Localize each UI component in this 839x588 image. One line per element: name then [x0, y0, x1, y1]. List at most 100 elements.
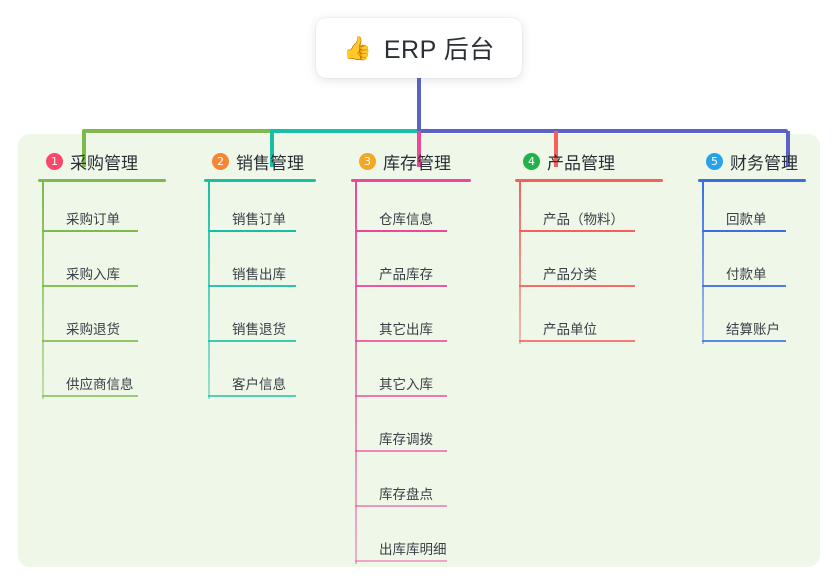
- branch-spine: [355, 182, 357, 564]
- branch-item-list: 销售订单销售出库销售退货客户信息: [204, 182, 344, 402]
- leaf-item-underline: [355, 560, 447, 562]
- connector-bus-segment-1: [82, 129, 272, 133]
- branch-title: 产品管理: [547, 153, 615, 173]
- leaf-item[interactable]: 采购入库: [38, 237, 184, 292]
- connector-drop-3: [417, 131, 421, 167]
- branch-badge-icon: 4: [523, 152, 540, 170]
- leaf-item-label: 产品（物料）: [543, 212, 624, 227]
- leaf-item-label: 产品库存: [379, 267, 433, 282]
- leaf-item-label: 库存盘点: [379, 487, 433, 502]
- leaf-item[interactable]: 其它入库: [351, 347, 499, 402]
- leaf-item-underline: [208, 285, 296, 287]
- thumbs-up-icon: 👍: [343, 34, 372, 61]
- leaf-item[interactable]: 销售退货: [204, 292, 344, 347]
- leaf-item[interactable]: 仓库信息: [351, 182, 499, 237]
- branch-header-2[interactable]: 2 销售管理: [204, 148, 344, 174]
- connector-drop-2: [270, 131, 274, 167]
- leaf-item-label: 其它入库: [379, 377, 433, 392]
- leaf-item[interactable]: 产品单位: [515, 292, 679, 347]
- branch-item-list: 仓库信息产品库存其它出库其它入库库存调拨库存盘点出库库明细: [351, 182, 499, 567]
- leaf-item-underline: [42, 395, 138, 397]
- leaf-item[interactable]: 库存调拨: [351, 402, 499, 457]
- branch-title: 销售管理: [236, 153, 304, 173]
- leaf-item-underline: [355, 230, 447, 232]
- leaf-item-label: 销售订单: [232, 212, 286, 227]
- connector-bus-segment-2: [270, 129, 420, 133]
- leaf-item-label: 销售出库: [232, 267, 286, 282]
- leaf-item-underline: [355, 505, 447, 507]
- leaf-item[interactable]: 库存盘点: [351, 457, 499, 512]
- branch-underline: [698, 179, 806, 182]
- branch-badge-icon: 1: [46, 152, 63, 170]
- branch-header-1[interactable]: 1 采购管理: [38, 148, 184, 174]
- leaf-item-label: 采购订单: [66, 212, 120, 227]
- leaf-item-label: 回款单: [726, 212, 767, 227]
- leaf-item[interactable]: 采购退货: [38, 292, 184, 347]
- branch-column-4: 4 产品管理产品（物料） 产品分类产品单位: [515, 148, 679, 347]
- leaf-item[interactable]: 其它出库: [351, 292, 499, 347]
- leaf-item-label: 结算账户: [726, 322, 780, 337]
- connector-root-stem: [417, 78, 421, 130]
- leaf-item-label: 其它出库: [379, 322, 433, 337]
- branch-item-list: 产品（物料） 产品分类产品单位: [515, 182, 679, 347]
- leaf-item[interactable]: 回款单: [698, 182, 822, 237]
- leaf-item-underline: [208, 340, 296, 342]
- leaf-item-underline: [519, 285, 635, 287]
- leaf-item-underline: [42, 340, 138, 342]
- leaf-item[interactable]: 客户信息: [204, 347, 344, 402]
- branch-column-2: 2 销售管理销售订单销售出库销售退货客户信息: [204, 148, 344, 402]
- leaf-item[interactable]: 供应商信息: [38, 347, 184, 402]
- root-node-title: ERP 后台: [383, 36, 495, 64]
- branch-spine: [702, 182, 704, 344]
- leaf-item-label: 仓库信息: [379, 212, 433, 227]
- leaf-item[interactable]: 产品分类: [515, 237, 679, 292]
- branch-column-3: 3 库存管理仓库信息产品库存其它出库其它入库库存调拨库存盘点出库库明细: [351, 148, 499, 567]
- branch-header-3[interactable]: 3 库存管理: [351, 148, 499, 174]
- content-panel: [18, 134, 820, 567]
- leaf-item-label: 采购入库: [66, 267, 120, 282]
- leaf-item[interactable]: 产品库存: [351, 237, 499, 292]
- branch-spine: [208, 182, 210, 399]
- leaf-item-underline: [355, 340, 447, 342]
- leaf-item-underline: [355, 285, 447, 287]
- leaf-item-underline: [355, 450, 447, 452]
- leaf-item-label: 采购退货: [66, 322, 120, 337]
- leaf-item-label: 产品分类: [543, 267, 597, 282]
- leaf-item[interactable]: 产品（物料）: [515, 182, 679, 237]
- leaf-item-label: 库存调拨: [379, 432, 433, 447]
- leaf-item-underline: [519, 230, 635, 232]
- leaf-item[interactable]: 销售订单: [204, 182, 344, 237]
- leaf-item[interactable]: 销售出库: [204, 237, 344, 292]
- branch-badge-icon: 5: [706, 152, 723, 170]
- leaf-item-underline: [702, 230, 786, 232]
- connector-drop-1: [82, 131, 86, 167]
- branch-badge-icon: 2: [212, 152, 229, 170]
- leaf-item[interactable]: 出库库明细: [351, 512, 499, 567]
- branch-badge-icon: 3: [359, 152, 376, 170]
- leaf-item-label: 客户信息: [232, 377, 286, 392]
- leaf-item[interactable]: 采购订单: [38, 182, 184, 237]
- root-node[interactable]: 👍 ERP 后台: [316, 18, 522, 78]
- leaf-item-underline: [42, 285, 138, 287]
- leaf-item-underline: [702, 285, 786, 287]
- leaf-item[interactable]: 结算账户: [698, 292, 822, 347]
- branch-spine: [519, 182, 521, 344]
- connector-bus-segment-3: [417, 129, 788, 133]
- leaf-item-label: 产品单位: [543, 322, 597, 337]
- branch-item-list: 回款单付款单结算账户: [698, 182, 822, 347]
- branch-title: 采购管理: [70, 153, 138, 173]
- leaf-item-label: 付款单: [726, 267, 767, 282]
- leaf-item[interactable]: 付款单: [698, 237, 822, 292]
- leaf-item-underline: [355, 395, 447, 397]
- leaf-item-underline: [208, 395, 296, 397]
- branch-underline: [204, 179, 316, 182]
- branch-header-4[interactable]: 4 产品管理: [515, 148, 679, 174]
- branch-spine: [42, 182, 44, 399]
- connector-drop-4: [554, 131, 558, 167]
- branch-underline: [351, 179, 471, 182]
- branch-title: 库存管理: [383, 153, 451, 173]
- branch-column-1: 1 采购管理采购订单采购入库采购退货供应商信息: [38, 148, 184, 402]
- connector-drop-5: [786, 131, 790, 167]
